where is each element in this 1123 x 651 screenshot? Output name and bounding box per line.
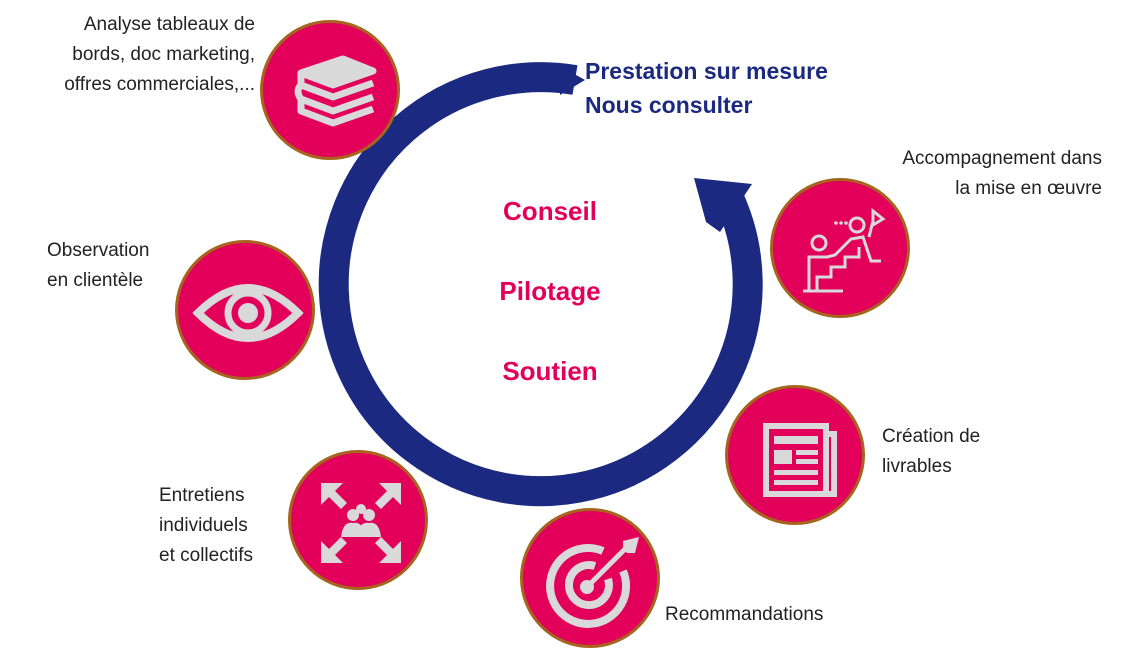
label-line: et collectifs (159, 545, 253, 566)
label-line: offres commerciales,... (64, 74, 255, 95)
label-line: bords, doc marketing, (72, 44, 255, 65)
header-title: Prestation sur mesure Nous consulter (585, 54, 828, 122)
label-line: Création de (882, 426, 981, 447)
meeting-circle (288, 450, 428, 590)
label-line: Analyse tableaux de (83, 14, 255, 35)
label-line: Observation (47, 240, 150, 261)
center-label-pilotage: Pilotage (499, 276, 601, 306)
target-circle (520, 508, 660, 648)
center-label-conseil: Conseil (503, 196, 597, 226)
label-observation: Observation en clientèle (47, 236, 149, 296)
support-circle (770, 178, 910, 318)
title-line: Nous consulter (585, 92, 753, 118)
coaching-stairs-icon (803, 207, 886, 293)
books-circle (260, 20, 400, 160)
label-accompagnement: Accompagnement dans la mise en œuvre (902, 144, 1102, 204)
newspaper-icon (763, 423, 837, 497)
label-line: Entretiens (159, 485, 245, 506)
label-line: individuels (159, 515, 248, 536)
group-arrows-icon (321, 483, 401, 563)
label-livrables: Création de livrables (882, 422, 980, 482)
title-line: Prestation sur mesure (585, 58, 828, 84)
document-circle (725, 385, 865, 525)
label-line: Accompagnement dans (902, 148, 1102, 169)
eye-icon (192, 284, 304, 342)
label-analyse: Analyse tableaux de bords, doc marketing… (64, 10, 255, 100)
label-line: en clientèle (47, 270, 144, 291)
books-icon (294, 55, 377, 127)
eye-circle (175, 240, 315, 380)
label-line: la mise en œuvre (955, 178, 1102, 199)
label-line: livrables (882, 456, 952, 477)
center-label-soutien: Soutien (502, 356, 598, 386)
label-recommandations: Recommandations (665, 604, 824, 625)
label-entretiens: Entretiens individuels et collectifs (159, 481, 253, 571)
target-icon (546, 537, 639, 628)
